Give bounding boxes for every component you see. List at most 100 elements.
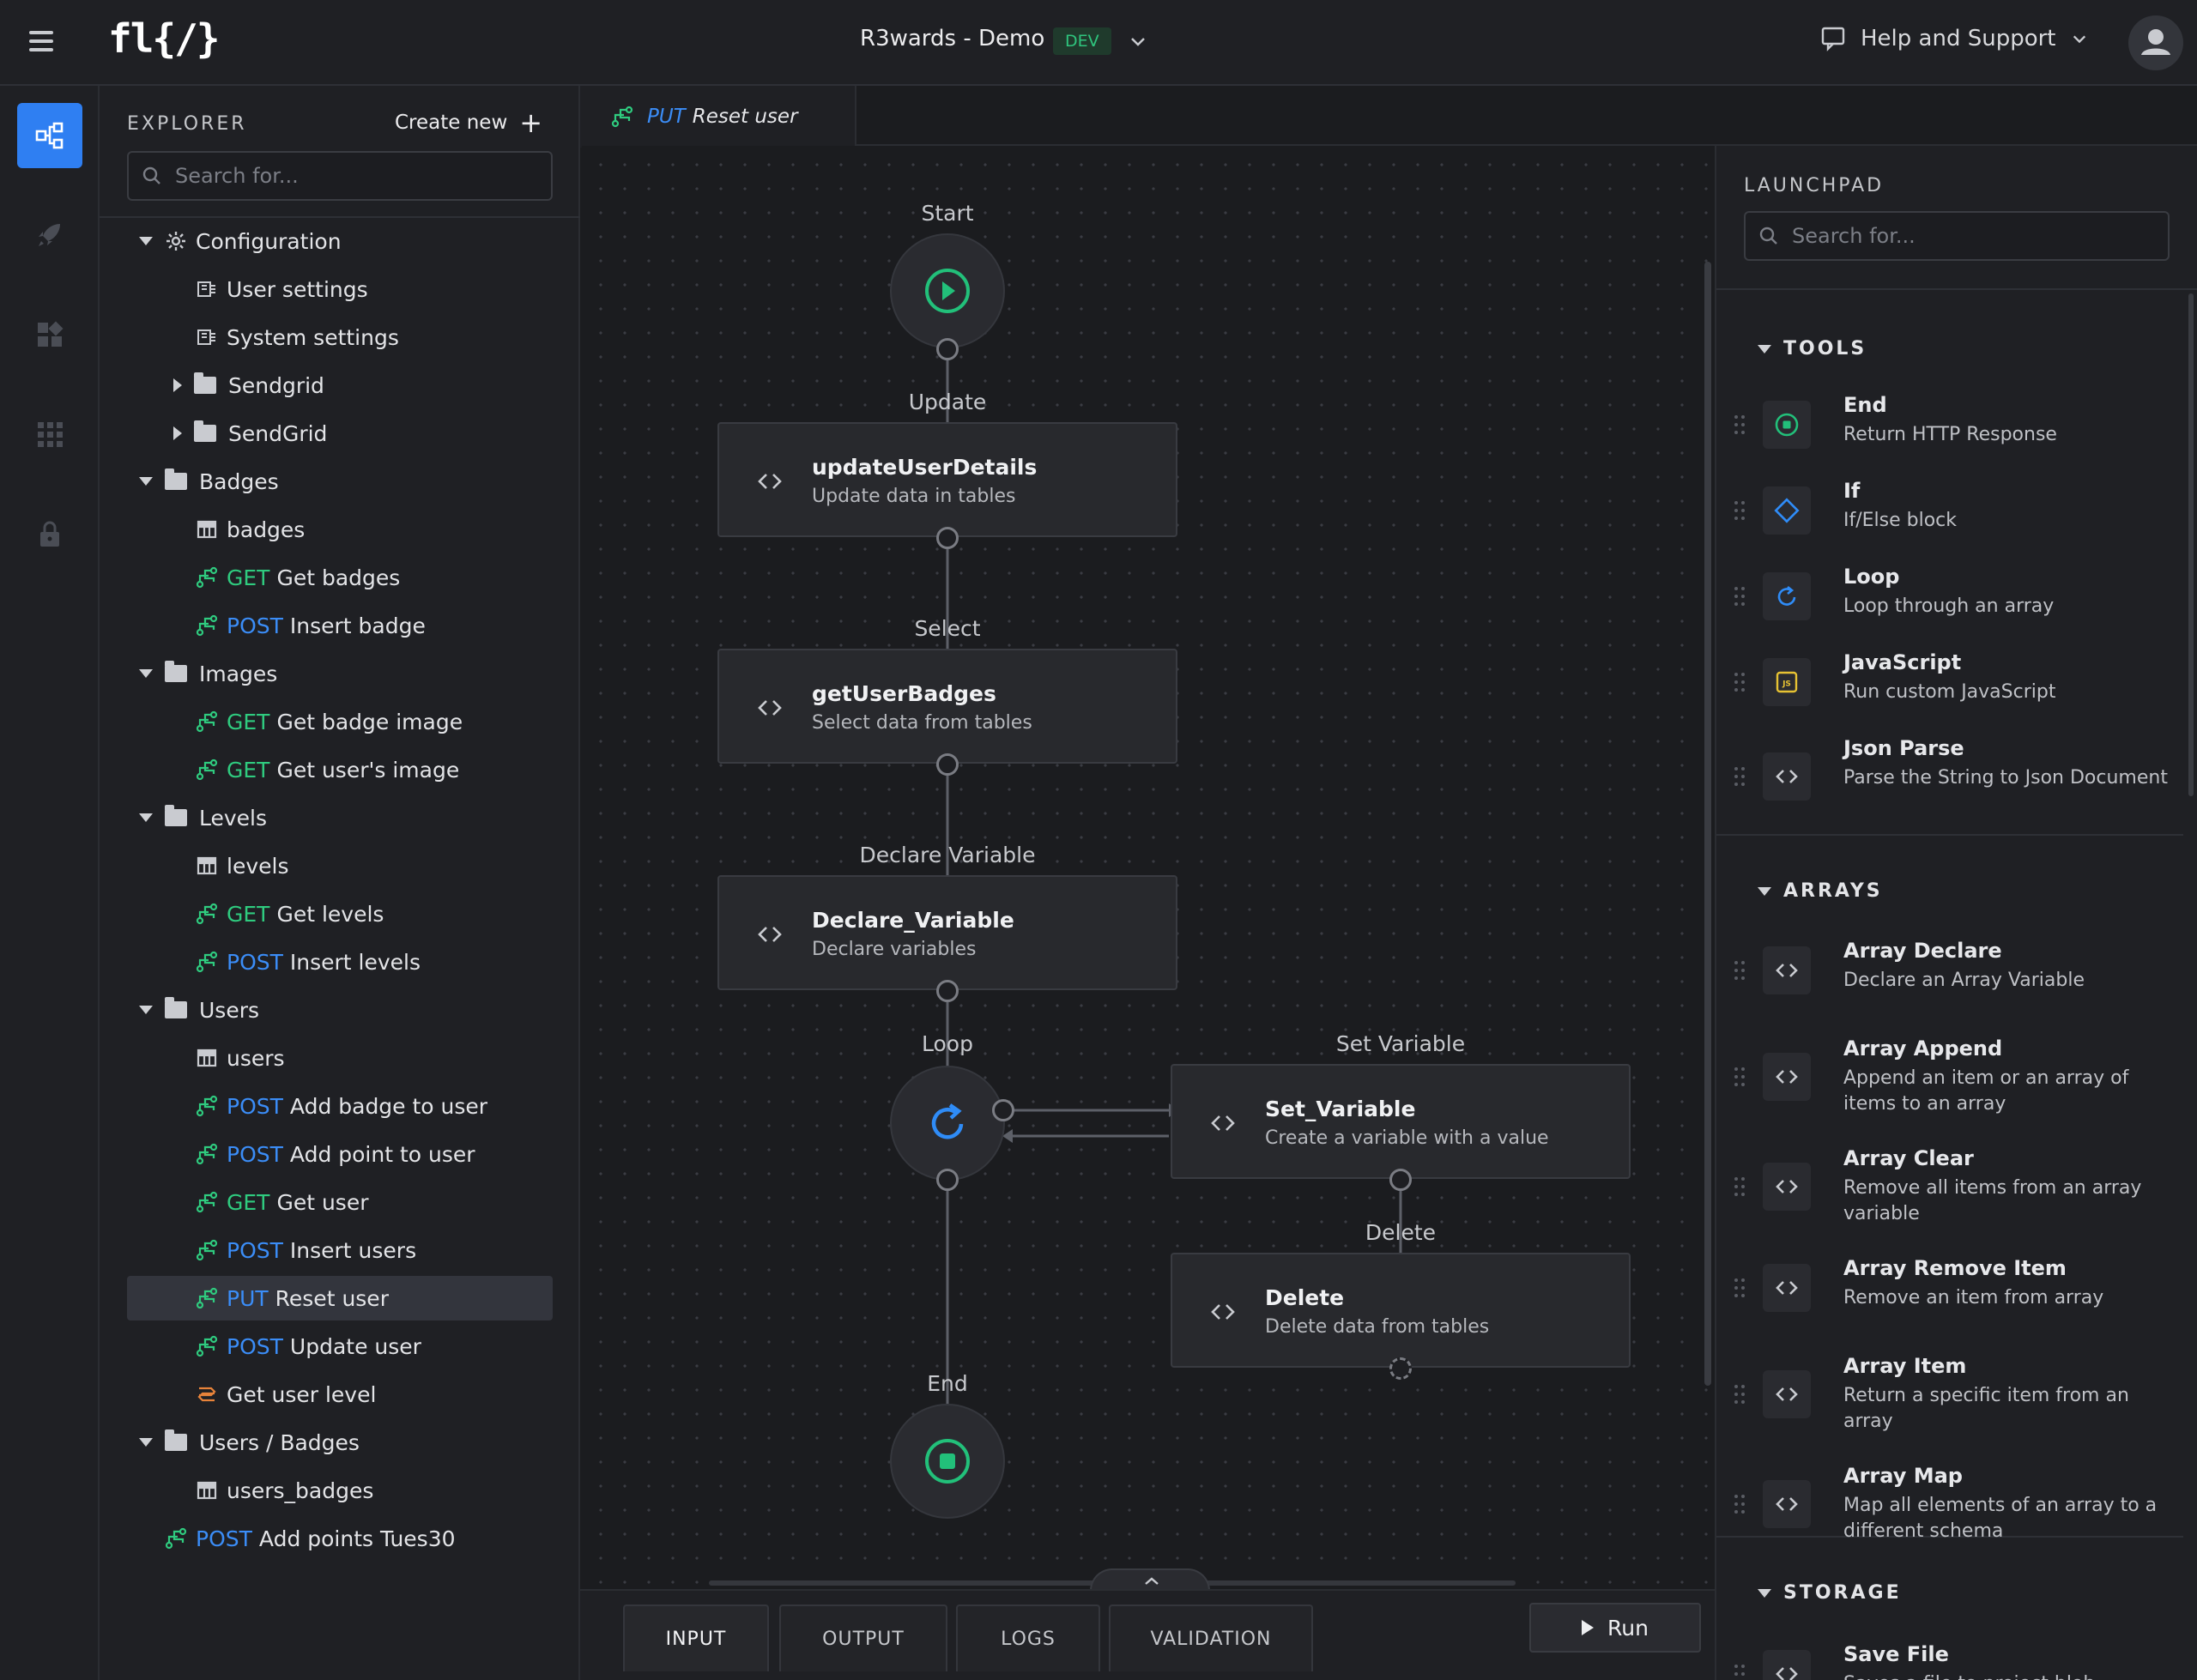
launchpad-item-save-file[interactable]: Save FileSaves a file to project blob xyxy=(1734,1635,2180,1680)
folder-item-users[interactable]: Users xyxy=(127,988,553,1032)
flow-node-update[interactable]: updateUserDetails Update data in tables xyxy=(717,422,1177,537)
table-item-users-badges[interactable]: users_badges xyxy=(127,1468,553,1513)
tab-validation[interactable]: VALIDATION xyxy=(1109,1604,1313,1671)
flow-node-delete[interactable]: Delete Delete data from tables xyxy=(1171,1253,1631,1368)
loop-output-port[interactable] xyxy=(936,1169,959,1191)
start-output-port[interactable] xyxy=(936,338,959,360)
rail-deploy-button[interactable] xyxy=(17,202,82,268)
hamburger-menu-icon[interactable] xyxy=(29,29,55,55)
caret-down-icon[interactable] xyxy=(139,477,153,486)
caret-right-icon[interactable] xyxy=(173,378,182,392)
chevron-down-icon[interactable] xyxy=(1129,33,1147,50)
node-output-port[interactable] xyxy=(936,527,959,549)
rail-apps-button[interactable] xyxy=(17,402,82,467)
drag-handle-icon[interactable] xyxy=(1734,765,1746,788)
tab-input[interactable]: INPUT xyxy=(623,1604,769,1671)
flow-canvas[interactable] xyxy=(582,146,1715,1589)
loop-body-port[interactable] xyxy=(992,1099,1014,1121)
node-output-port[interactable] xyxy=(936,980,959,1002)
drag-handle-icon[interactable] xyxy=(1734,1493,1746,1515)
drag-handle-icon[interactable] xyxy=(1734,1277,1746,1299)
run-button[interactable]: Run xyxy=(1529,1603,1701,1653)
tab-logs[interactable]: LOGS xyxy=(956,1604,1100,1671)
help-support-button[interactable]: Help and Support xyxy=(1821,26,2087,51)
node-output-port[interactable] xyxy=(1389,1169,1412,1191)
folder-item-images[interactable]: Images xyxy=(127,651,553,696)
start-node[interactable] xyxy=(890,233,1005,348)
flow-node-select[interactable]: getUserBadges Select data from tables xyxy=(717,649,1177,764)
caret-down-icon[interactable] xyxy=(139,813,153,822)
node-output-port[interactable] xyxy=(936,753,959,776)
end-node[interactable] xyxy=(890,1404,1005,1519)
launchpad-section-tools[interactable]: TOOLS xyxy=(1758,338,1867,360)
tree-item-system-settings[interactable]: System settings xyxy=(127,315,553,360)
launchpad-scrollbar[interactable] xyxy=(2188,293,2194,796)
drag-handle-icon[interactable] xyxy=(1734,1383,1746,1405)
launchpad-section-storage[interactable]: STORAGE xyxy=(1758,1582,1902,1604)
tree-item-get-user-level[interactable]: Get user level xyxy=(127,1372,553,1417)
folder-item-users-badges[interactable]: Users / Badges xyxy=(127,1420,553,1465)
drag-handle-icon[interactable] xyxy=(1734,499,1746,522)
rail-components-button[interactable] xyxy=(17,302,82,367)
folder-item-badges[interactable]: Badges xyxy=(127,459,553,504)
drag-handle-icon[interactable] xyxy=(1734,1663,1746,1680)
rail-apis-button[interactable] xyxy=(17,103,82,168)
drag-handle-icon[interactable] xyxy=(1734,671,1746,693)
canvas-scrollbar[interactable] xyxy=(1704,262,1711,1386)
folder-item-sendgrid[interactable]: SendGrid xyxy=(127,411,553,456)
project-name[interactable]: R3wards - Demo xyxy=(860,26,1045,51)
caret-right-icon[interactable] xyxy=(173,426,182,440)
node-output-port[interactable] xyxy=(1389,1357,1412,1380)
flow-node-set-variable[interactable]: Set_Variable Create a variable with a va… xyxy=(1171,1064,1631,1179)
caret-down-icon[interactable] xyxy=(139,1438,153,1447)
explorer-search-input[interactable]: Search for... xyxy=(127,151,553,201)
folder-item-levels[interactable]: Levels xyxy=(127,795,553,840)
folder-item-sendgrid[interactable]: Sendgrid xyxy=(127,363,553,408)
folder-item-configuration[interactable]: Configuration xyxy=(127,219,553,263)
drag-handle-icon[interactable] xyxy=(1734,414,1746,436)
drag-handle-icon[interactable] xyxy=(1734,1175,1746,1198)
table-item-levels[interactable]: levels xyxy=(127,843,553,888)
panel-expand-handle[interactable] xyxy=(1090,1568,1210,1591)
create-new-button[interactable]: Create new + xyxy=(395,109,542,136)
launchpad-search-input[interactable]: Search for... xyxy=(1744,211,2170,261)
rail-security-button[interactable] xyxy=(17,501,82,566)
drag-handle-icon[interactable] xyxy=(1734,1066,1746,1088)
launchpad-section-arrays[interactable]: ARRAYS xyxy=(1758,880,1883,902)
caret-down-icon[interactable] xyxy=(139,669,153,678)
table-item-badges[interactable]: badges xyxy=(127,507,553,552)
drag-handle-icon[interactable] xyxy=(1734,585,1746,607)
caret-down-icon[interactable] xyxy=(139,237,153,245)
drag-handle-icon[interactable] xyxy=(1734,959,1746,982)
table-item-users[interactable]: users xyxy=(127,1036,553,1080)
caret-down-icon[interactable] xyxy=(139,1006,153,1014)
tab-reset-user[interactable]: PUT Reset user xyxy=(580,86,856,148)
loop-node[interactable] xyxy=(890,1066,1005,1181)
tab-output[interactable]: OUTPUT xyxy=(779,1604,947,1671)
avatar[interactable] xyxy=(2128,15,2183,70)
